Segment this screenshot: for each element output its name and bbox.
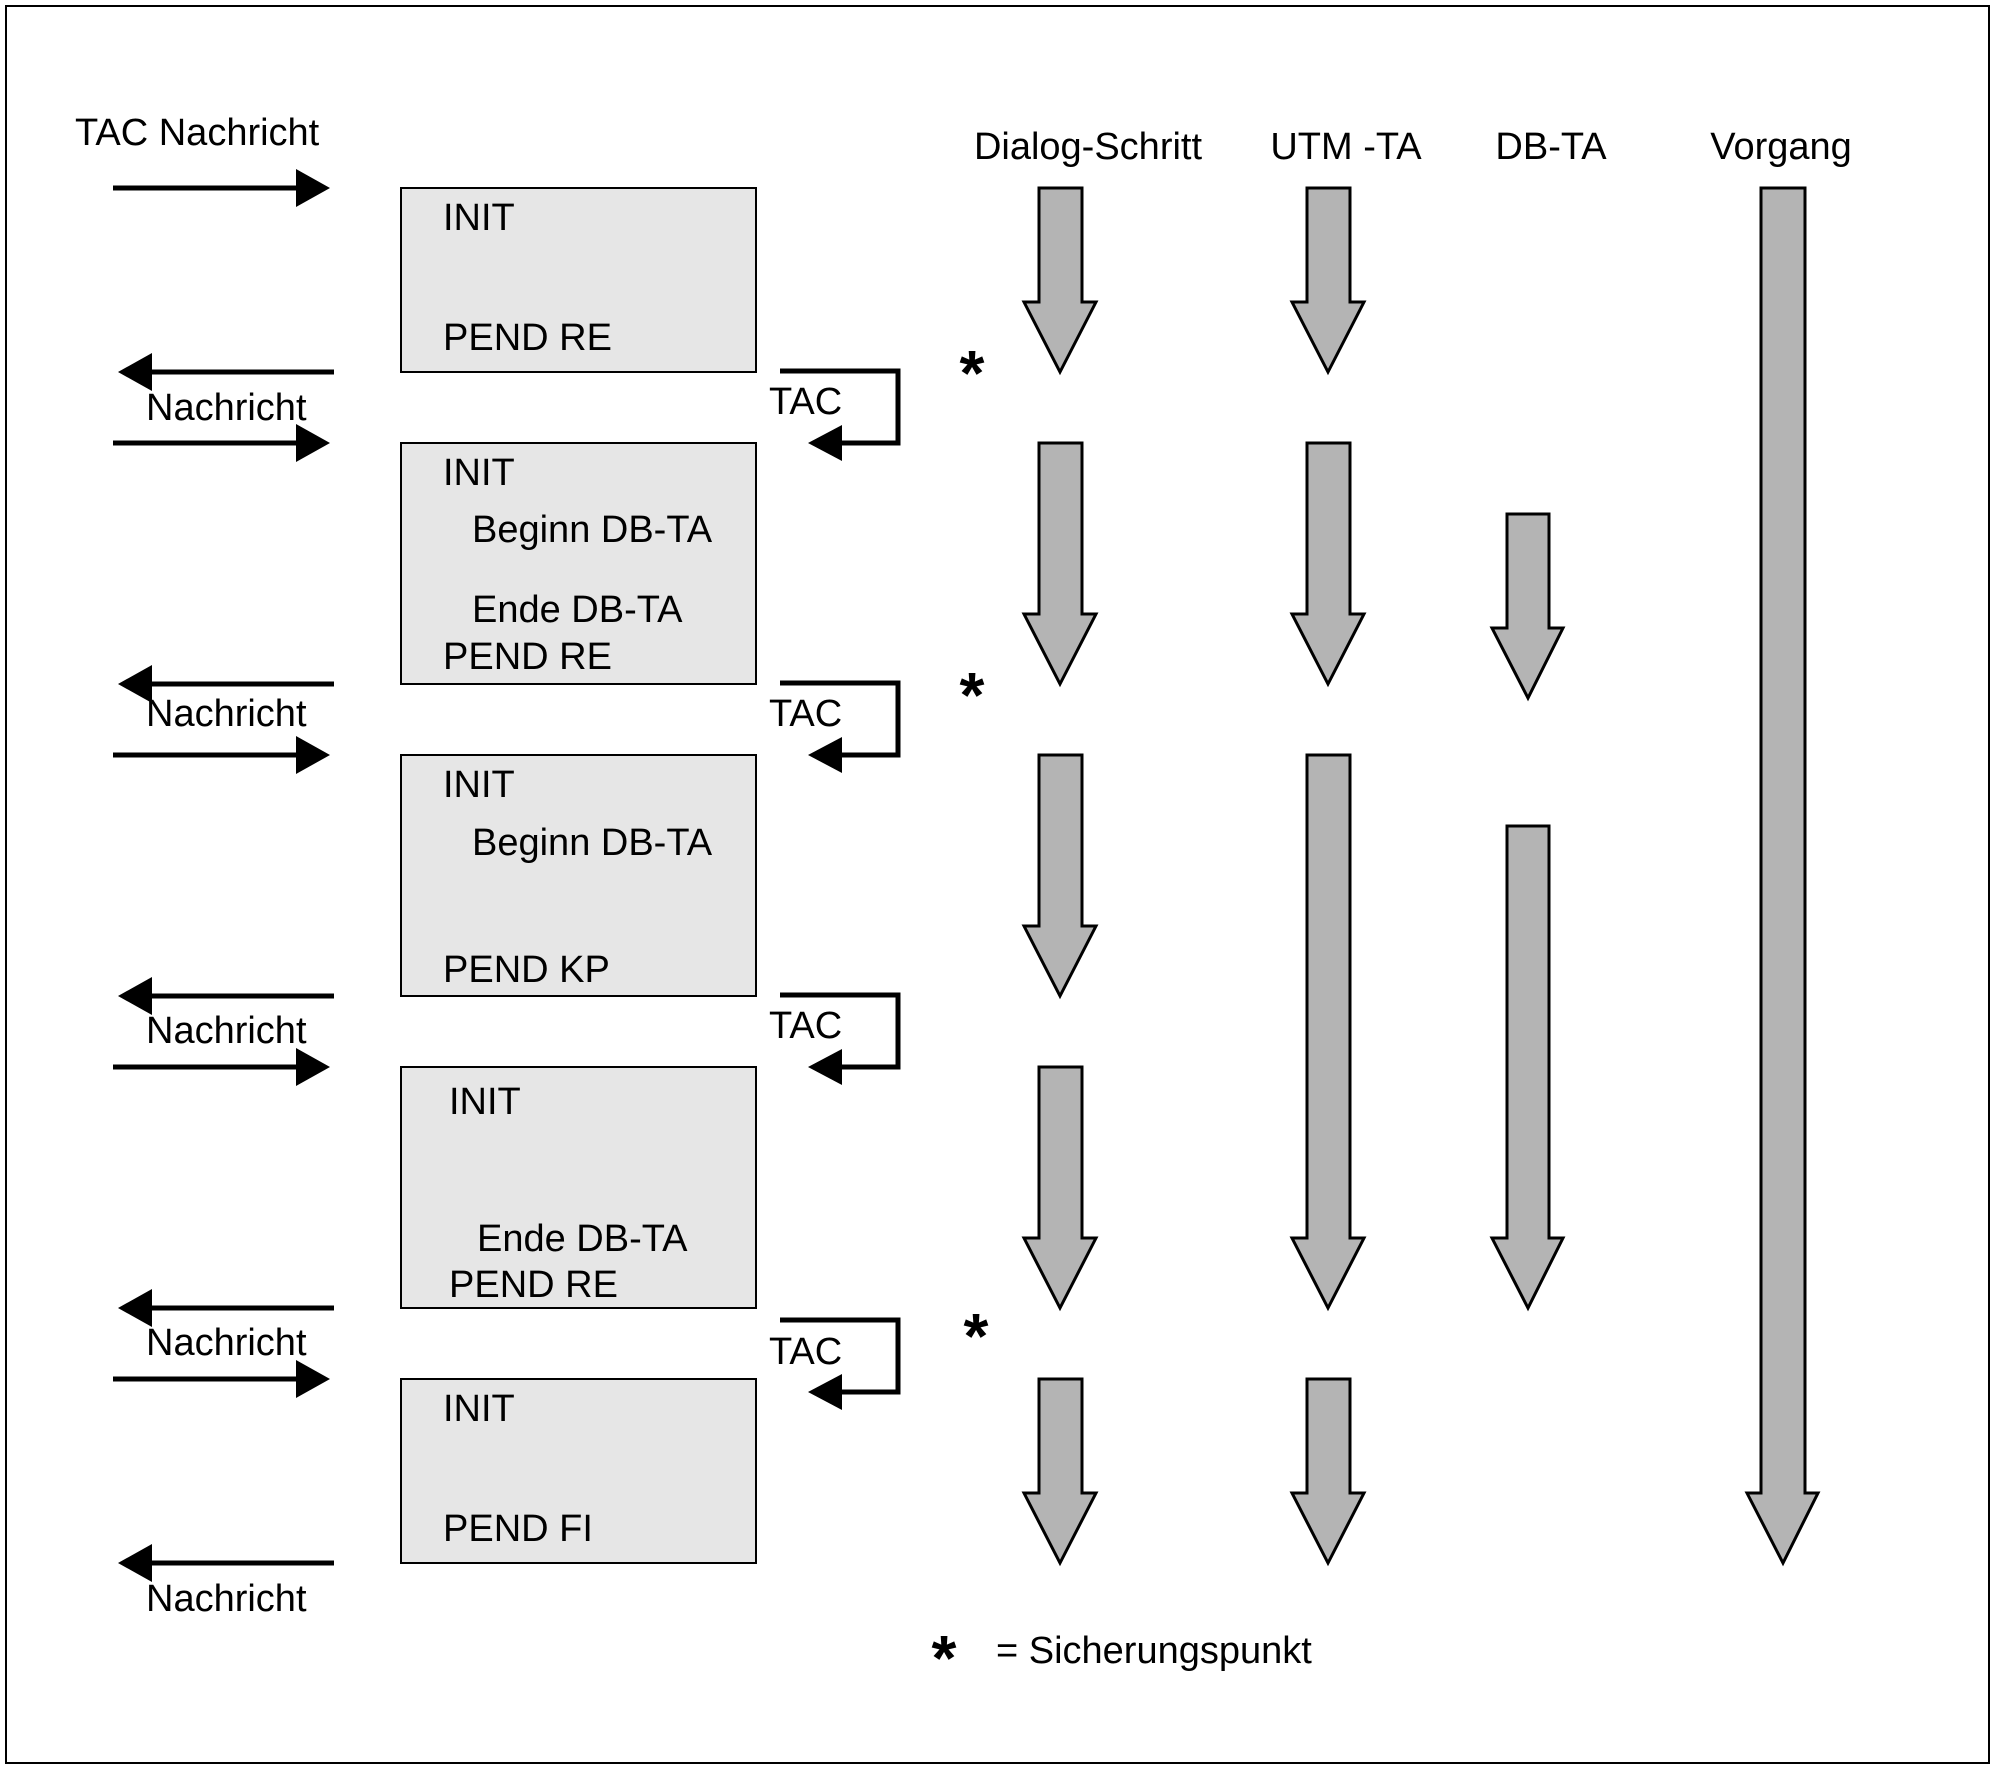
- step-box-3: INIT Beginn DB-TA PEND KP: [400, 754, 757, 997]
- dialog-step-arrow-3: [1021, 753, 1099, 1000]
- incoming-arrow-1: [113, 169, 330, 207]
- utm-ta-arrow-1: [1289, 186, 1367, 376]
- tac-label: TAC: [769, 693, 842, 735]
- step-box-frame: [400, 1378, 757, 1564]
- step-box-frame: [400, 442, 757, 685]
- incoming-arrow-2: [113, 424, 330, 462]
- tac-label: TAC: [769, 381, 842, 423]
- savepoint-marker: *: [960, 337, 985, 409]
- column-header-dialog-schritt: Dialog-Schritt: [974, 126, 1203, 168]
- tac-label: TAC: [769, 1005, 842, 1047]
- message-label-nachricht: Nachricht: [146, 1578, 307, 1620]
- step-box-5: INIT PEND FI: [400, 1378, 757, 1564]
- tac-loop-1: [780, 368, 901, 461]
- message-label-tac-nachricht: TAC Nachricht: [75, 112, 320, 154]
- step-line-init: INIT: [443, 1388, 515, 1430]
- utm-ta-arrow-2: [1289, 441, 1367, 688]
- column-header-db-ta: DB-TA: [1495, 126, 1607, 168]
- step-line-init: INIT: [443, 197, 515, 239]
- step-line-pend-re: PEND RE: [443, 317, 612, 359]
- tac-loop-3: [780, 992, 901, 1085]
- step-line-init: INIT: [443, 764, 515, 806]
- step-line-pend-kp: PEND KP: [443, 949, 610, 991]
- savepoint-marker: *: [960, 659, 985, 731]
- outgoing-arrow-4: [118, 1289, 334, 1327]
- db-ta-arrow-1: [1489, 512, 1566, 702]
- step-box-1: INIT PEND RE: [400, 187, 757, 373]
- legend-text: = Sicherungspunkt: [996, 1630, 1312, 1672]
- step-line-ende-db-ta: Ende DB-TA: [472, 589, 683, 631]
- step-line-beginn-db-ta: Beginn DB-TA: [472, 822, 713, 864]
- tac-loop-2: [780, 680, 901, 773]
- diagram-frame: [5, 5, 1990, 1764]
- step-box-4: INIT Ende DB-TA PEND RE: [400, 1066, 757, 1309]
- step-line-pend-re: PEND RE: [443, 636, 612, 678]
- dialog-step-arrow-5: [1021, 1377, 1099, 1567]
- legend: * = Sicherungspunkt: [932, 1622, 1313, 1694]
- step-line-beginn-db-ta: Beginn DB-TA: [472, 509, 713, 551]
- dialog-step-arrow-4: [1021, 1065, 1099, 1312]
- step-box-frame: [400, 1066, 757, 1309]
- utm-ta-arrow-4: [1289, 1377, 1367, 1567]
- step-line-ende-db-ta: Ende DB-TA: [477, 1218, 688, 1260]
- message-label-nachricht: Nachricht: [146, 387, 307, 429]
- tac-loop-4: [780, 1317, 901, 1410]
- message-label-nachricht: Nachricht: [146, 1322, 307, 1364]
- step-line-init: INIT: [449, 1081, 521, 1123]
- dialog-step-arrow-1: [1021, 186, 1099, 376]
- step-box-2: INIT Beginn DB-TA Ende DB-TA PEND RE: [400, 442, 757, 685]
- savepoint-marker: *: [964, 1300, 989, 1372]
- incoming-arrow-4: [113, 1048, 330, 1086]
- tac-label: TAC: [769, 1331, 842, 1373]
- step-box-frame: [400, 187, 757, 373]
- step-line-pend-fi: PEND FI: [443, 1508, 593, 1550]
- column-header-utm-ta: UTM -TA: [1270, 126, 1422, 168]
- dialog-step-arrow-2: [1021, 441, 1099, 688]
- outgoing-arrow-2: [118, 665, 334, 703]
- outgoing-arrow-1: [118, 353, 334, 391]
- utm-ta-arrow-3: [1289, 753, 1367, 1312]
- db-ta-arrow-2: [1489, 824, 1566, 1312]
- column-header-vorgang: Vorgang: [1710, 126, 1852, 168]
- incoming-arrow-3: [113, 736, 330, 774]
- step-line-pend-re: PEND RE: [449, 1264, 618, 1306]
- message-label-nachricht: Nachricht: [146, 693, 307, 735]
- legend-symbol: *: [932, 1622, 957, 1694]
- incoming-arrow-5: [113, 1360, 330, 1398]
- step-line-init: INIT: [443, 452, 515, 494]
- message-label-nachricht: Nachricht: [146, 1010, 307, 1052]
- step-box-frame: [400, 754, 757, 997]
- outgoing-arrow-5: [118, 1544, 334, 1582]
- vorgang-arrow: [1744, 186, 1821, 1567]
- outgoing-arrow-3: [118, 977, 334, 1015]
